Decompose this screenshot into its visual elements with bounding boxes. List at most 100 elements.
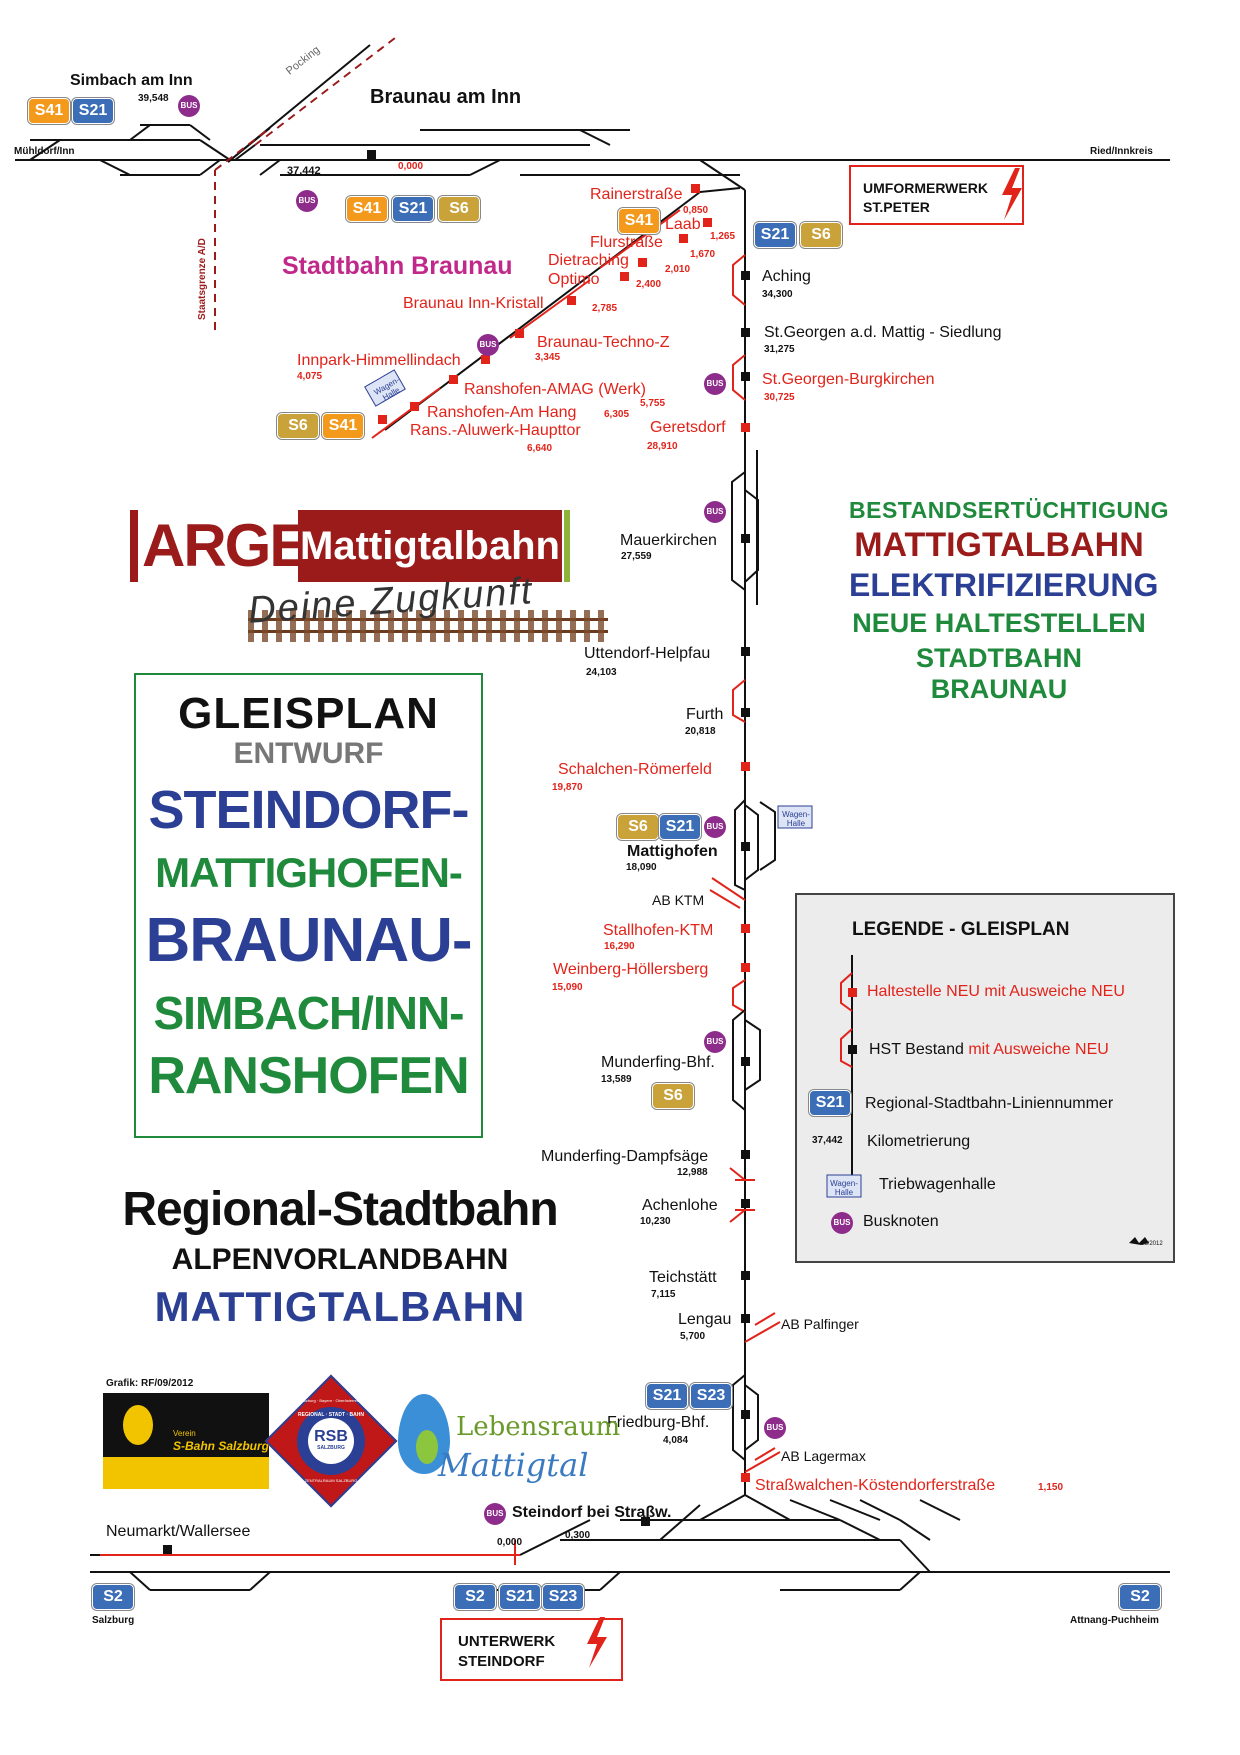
bus-icon: BUS [178, 95, 200, 117]
station-label: AB Palfinger [781, 1316, 859, 1332]
ried-label: Ried/Innkreis [1090, 146, 1153, 157]
bus-icon: BUS [477, 334, 499, 356]
gleisplan-line3: BRAUNAU- [145, 906, 472, 975]
station-label: Friedburg-Bhf. [607, 1414, 710, 1431]
km-label: 34,300 [762, 289, 793, 300]
sbahn-small: Verein [173, 1429, 196, 1438]
bus-icon: BUS [704, 373, 726, 395]
rail-graphic [248, 610, 608, 642]
badge-s41: S41 [618, 208, 660, 234]
km-label: 30,725 [764, 392, 795, 403]
gleisplan-title: GLEISPLAN [178, 689, 439, 738]
logo-mattigtalbahn: Mattigtalbahn [298, 510, 562, 582]
lebensraum-logo: Lebensraum Mattigtal [398, 1390, 620, 1490]
km-label: 19,870 [552, 782, 583, 793]
neumarkt-label: Neumarkt/Wallersee [106, 1523, 251, 1540]
umformerwerk-box: UMFORMERWERK ST.PETER [849, 165, 1024, 225]
station-label: Optimo [548, 271, 600, 288]
km-label: 4,075 [297, 371, 323, 382]
legend-item1: Haltestelle NEU mit Ausweiche NEU [867, 983, 1125, 1000]
badge-s6: S6 [800, 222, 842, 248]
credit-label: Grafik: RF/09/2012 [106, 1378, 194, 1389]
station-label: Schalchen-Römerfeld [558, 761, 712, 778]
headline-line1: BESTANDSERTÜCHTIGUNG [849, 497, 1170, 523]
km-label: 4,084 [663, 1435, 689, 1446]
legend-km-sample: 37,442 [812, 1135, 843, 1146]
km-label: 16,290 [604, 941, 635, 952]
bus-icon: BUS [484, 1503, 506, 1525]
regional-line1: Regional-Stadtbahn [122, 1183, 558, 1236]
station-label: Munderfing-Dampfsäge [541, 1148, 709, 1165]
legend-item4: Kilometrierung [867, 1133, 971, 1150]
km-label: 1,265 [710, 231, 736, 242]
muehldorf-label: Mühldorf/Inn [14, 146, 75, 157]
station-label: Ranshofen-AMAG (Werk) [464, 381, 646, 398]
station-label: St.Georgen-Burgkirchen [762, 371, 935, 388]
bus-icon: BUS [704, 1031, 726, 1053]
km-0000-top: 0,000 [398, 161, 424, 172]
badge-s6: S6 [617, 814, 659, 840]
sbahn-big: S-Bahn Salzburg [173, 1439, 269, 1453]
dashed-lines [214, 37, 396, 330]
station-label: Rans.-Aluwerk-Haupttor [410, 422, 581, 439]
badge-s6: S6 [277, 413, 319, 439]
badge-s21: S21 [646, 1383, 688, 1409]
station-label: Mauerkirchen [620, 532, 717, 549]
branch-sidings [371, 209, 681, 439]
black-loops [731, 450, 776, 1461]
umformer-line1: UMFORMERWERK [863, 180, 988, 196]
bus-icon: BUS [764, 1417, 786, 1439]
station-label: Weinberg-Höllersberg [553, 961, 709, 978]
station-label: Straßwalchen-Köstendorferstraße [755, 1477, 996, 1494]
station-label: Uttendorf-Helpfau [584, 645, 711, 662]
station-label: AB KTM [652, 892, 705, 908]
station-label: Stallhofen-KTM [603, 922, 714, 939]
km-label: 10,230 [640, 1216, 671, 1227]
station-label: Dietraching [548, 252, 629, 269]
badge-s2: S2 [1119, 1584, 1161, 1610]
unterwerk-line2: STEINDORF [458, 1653, 545, 1670]
salzburg-label: Salzburg [92, 1615, 135, 1626]
km-label: 6,640 [527, 443, 553, 454]
rsb-text: RSB [314, 1428, 348, 1445]
station-label: Flurstraße [590, 234, 663, 251]
station-label: Laab [665, 216, 701, 233]
badge-s21: S21 [392, 196, 434, 222]
legend-box: LEGENDE - GLEISPLAN Haltestelle NEU mit … [795, 893, 1175, 1263]
bus-icon: BUS [831, 1212, 853, 1234]
staatsgrenze-label: Staatsgrenze A/D [197, 238, 208, 320]
station-label: Achenlohe [642, 1197, 718, 1214]
simbach-km: 39,548 [138, 93, 169, 104]
station-label: St.Georgen a.d. Mattig - Siedlung [764, 324, 1002, 341]
km-label: 27,559 [621, 551, 652, 562]
km-label: 7,115 [651, 1289, 676, 1300]
badge-s21: S21 [809, 1090, 851, 1116]
badge-s23: S23 [542, 1584, 584, 1610]
legend-date: 08/2012 [1141, 1241, 1163, 1247]
station-label: Teichstätt [649, 1269, 717, 1286]
headline-line2: MATTIGTALBAHN [854, 526, 1144, 564]
km-label: 1,670 [690, 249, 716, 260]
badge-s23: S23 [690, 1383, 732, 1409]
lightning-icons [587, 168, 1022, 1668]
badge-s2: S2 [92, 1584, 134, 1610]
headline-line4: NEUE HALTESTELLEN [852, 608, 1146, 638]
km-label: 2,010 [665, 264, 691, 275]
legend-item6: Busknoten [863, 1213, 939, 1230]
rsb-bottom: ZENTRALRAUM SALZBURG [304, 1478, 358, 1483]
badge-s21: S21 [499, 1584, 541, 1610]
legend-item2b: mit Ausweiche NEU [968, 1041, 1109, 1058]
regional-heading: Regional-Stadtbahn ALPENVORLANDBAHN MATT… [100, 1182, 580, 1331]
station-label: Rainerstraße [590, 186, 683, 203]
km-label: 0,300 [565, 1530, 591, 1541]
logo-bar [130, 510, 138, 582]
km-label: 6,305 [604, 409, 630, 420]
station-label: Aching [762, 268, 811, 285]
badge-s41: S41 [322, 413, 364, 439]
wagenhalle-label: Wagen-Halle [830, 1179, 858, 1197]
km-label: 3,345 [535, 352, 561, 363]
rsb-logo: RSB SALZBURG REGIONAL · STADT · BAHN Sal… [264, 1374, 398, 1508]
unterwerk-line1: UNTERWERK [458, 1633, 556, 1650]
station-label: Mattighofen [627, 843, 718, 860]
km-label: 24,103 [586, 667, 617, 678]
